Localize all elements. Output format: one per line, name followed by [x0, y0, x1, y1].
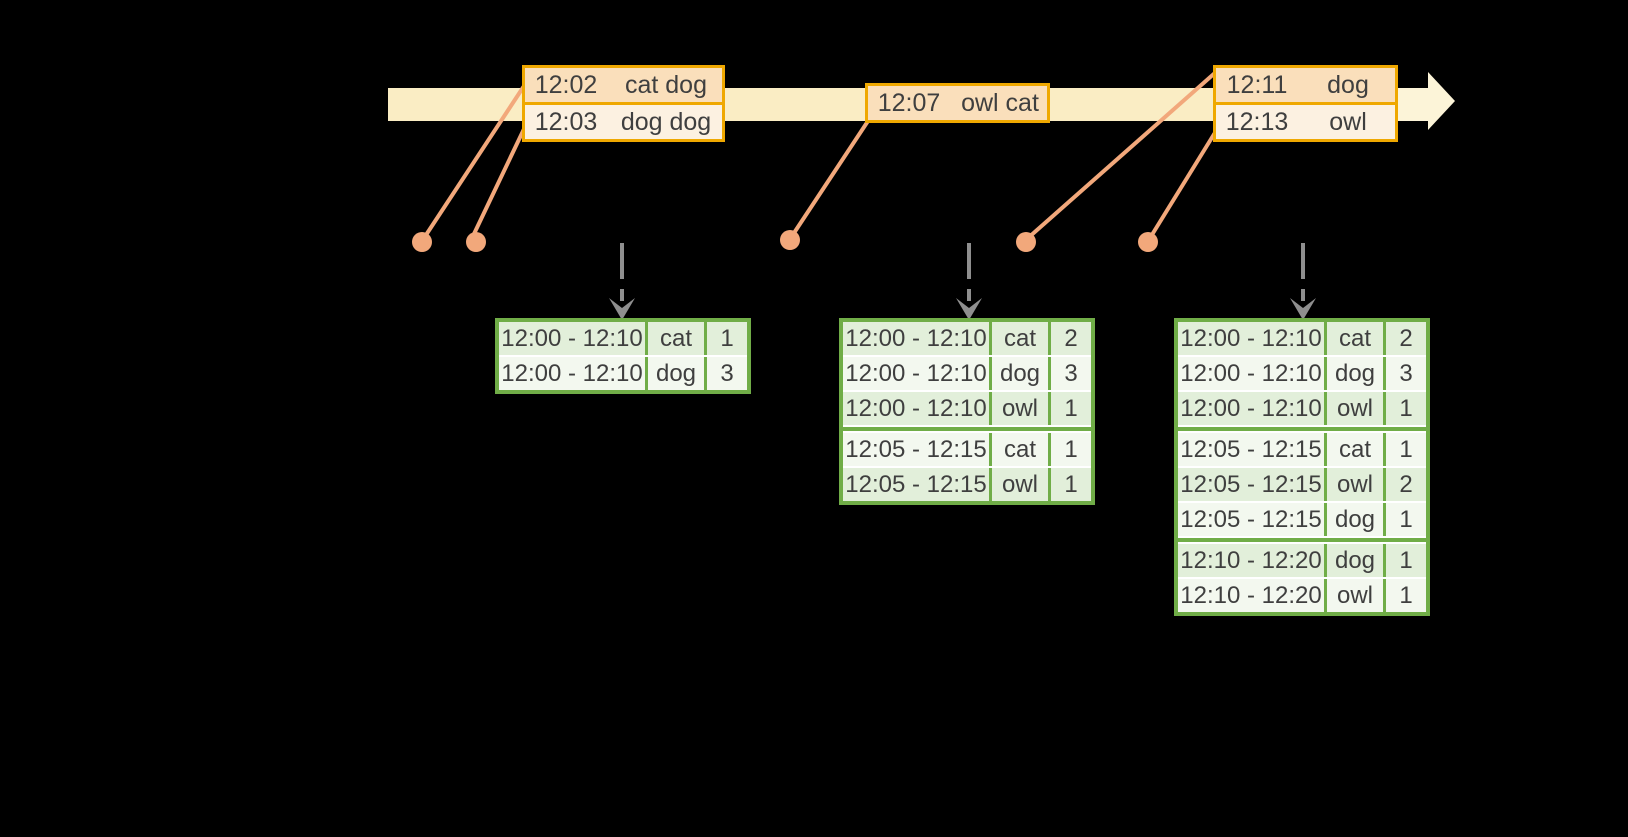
window-cell: 12:00 - 12:10	[843, 322, 989, 355]
window-cell: 12:05 - 12:15	[1178, 503, 1324, 536]
table-row: 12:05 - 12:15 owl 2	[1178, 468, 1426, 501]
event-time-cell: 12:02	[534, 71, 598, 99]
count-cell: 1	[1386, 433, 1426, 466]
input-batch-table-1: 12:02 cat dog 12:03 dog dog	[522, 65, 725, 142]
event-time-cell: 12:03	[534, 108, 598, 136]
event-words-cell: owl	[1329, 108, 1367, 136]
count-cell: 3	[1051, 357, 1091, 390]
trigger-arrowhead-icon	[1290, 298, 1316, 320]
count-cell: 3	[1386, 357, 1426, 390]
window-cell: 12:00 - 12:10	[499, 322, 645, 355]
table-row: 12:00 - 12:10 dog 3	[499, 357, 747, 390]
count-cell: 1	[1386, 579, 1426, 612]
count-cell: 2	[1386, 468, 1426, 501]
count-cell: 1	[1386, 392, 1426, 425]
input-batch-table-3: 12:11 dog 12:13 owl	[1213, 65, 1398, 142]
event-dot	[466, 232, 486, 252]
window-cell: 12:05 - 12:15	[843, 468, 989, 501]
window-cell: 12:00 - 12:10	[1178, 357, 1324, 390]
event-words-cell: dog	[1327, 71, 1369, 99]
word-cell: dog	[992, 357, 1048, 390]
table-row: 12:11 dog	[1216, 68, 1395, 102]
event-time-axis-shaft-end	[1398, 88, 1428, 121]
table-row: 12:10 - 12:20 dog 1	[1178, 544, 1426, 577]
trigger-arrowhead-icon	[609, 298, 635, 320]
window-cell: 12:05 - 12:15	[1178, 433, 1324, 466]
count-cell: 2	[1386, 322, 1426, 355]
event-connector	[790, 119, 870, 238]
window-cell: 12:00 - 12:10	[499, 357, 645, 390]
table-row: 12:00 - 12:10 dog 3	[843, 357, 1091, 390]
event-dot	[780, 230, 800, 250]
trigger-arrowhead-icon	[956, 298, 982, 320]
count-cell: 1	[1386, 544, 1426, 577]
event-dot	[412, 232, 432, 252]
result-table-2: 12:00 - 12:10 cat 2 12:00 - 12:10 dog 3 …	[839, 318, 1095, 505]
count-cell: 1	[1051, 468, 1091, 501]
window-cell: 12:10 - 12:20	[1178, 544, 1324, 577]
table-row: 12:05 - 12:15 cat 1	[843, 433, 1091, 466]
table-row: 12:05 - 12:15 cat 1	[1178, 433, 1426, 466]
event-connector	[1148, 129, 1218, 240]
window-group-divider	[1178, 538, 1426, 542]
table-row: 12:00 - 12:10 dog 3	[1178, 357, 1426, 390]
word-cell: owl	[1327, 468, 1383, 501]
window-group-divider	[843, 427, 1091, 431]
word-cell: dog	[648, 357, 704, 390]
word-cell: owl	[992, 468, 1048, 501]
word-cell: cat	[1327, 322, 1383, 355]
count-cell: 1	[1051, 392, 1091, 425]
event-connector	[422, 84, 526, 240]
word-cell: cat	[992, 433, 1048, 466]
table-row: 12:13 owl	[1216, 105, 1395, 139]
count-cell: 1	[1386, 503, 1426, 536]
table-row: 12:00 - 12:10 owl 1	[1178, 392, 1426, 425]
count-cell: 1	[707, 322, 747, 355]
result-table-3: 12:00 - 12:10 cat 2 12:00 - 12:10 dog 3 …	[1174, 318, 1430, 616]
input-batch-table-2: 12:07 owl cat	[865, 83, 1050, 123]
window-cell: 12:10 - 12:20	[1178, 579, 1324, 612]
word-cell: dog	[1327, 357, 1383, 390]
table-row: 12:00 - 12:10 cat 1	[499, 322, 747, 355]
window-cell: 12:00 - 12:10	[1178, 322, 1324, 355]
event-dot	[1016, 232, 1036, 252]
window-cell: 12:00 - 12:10	[843, 392, 989, 425]
count-cell: 2	[1051, 322, 1091, 355]
table-row: 12:05 - 12:15 owl 1	[843, 468, 1091, 501]
table-row: 12:03 dog dog	[525, 105, 722, 139]
word-cell: owl	[992, 392, 1048, 425]
word-cell: cat	[648, 322, 704, 355]
count-cell: 3	[707, 357, 747, 390]
window-group-divider	[1178, 427, 1426, 431]
table-row: 12:05 - 12:15 dog 1	[1178, 503, 1426, 536]
table-row: 12:10 - 12:20 owl 1	[1178, 579, 1426, 612]
word-cell: owl	[1327, 579, 1383, 612]
table-row: 12:00 - 12:10 cat 2	[843, 322, 1091, 355]
result-table-1: 12:00 - 12:10 cat 1 12:00 - 12:10 dog 3	[495, 318, 751, 394]
window-cell: 12:00 - 12:10	[843, 357, 989, 390]
word-cell: dog	[1327, 503, 1383, 536]
word-cell: owl	[1327, 392, 1383, 425]
word-cell: cat	[992, 322, 1048, 355]
event-connector	[471, 128, 526, 237]
event-words-cell: dog dog	[620, 108, 712, 136]
word-cell: dog	[1327, 544, 1383, 577]
event-words-cell: cat dog	[624, 71, 707, 99]
table-row: 12:07 owl cat	[868, 86, 1047, 120]
table-row: 12:00 - 12:10 owl 1	[843, 392, 1091, 425]
table-row: 12:02 cat dog	[525, 68, 722, 102]
event-time-axis-arrowhead-icon	[1428, 72, 1455, 130]
window-cell: 12:05 - 12:15	[843, 433, 989, 466]
event-time-cell: 12:07	[877, 89, 941, 117]
table-row: 12:00 - 12:10 cat 2	[1178, 322, 1426, 355]
event-time-cell: 12:13	[1225, 108, 1289, 136]
event-dot	[1138, 232, 1158, 252]
event-words-cell: owl cat	[961, 89, 1039, 117]
word-cell: cat	[1327, 433, 1383, 466]
event-time-cell: 12:11	[1226, 71, 1288, 99]
count-cell: 1	[1051, 433, 1091, 466]
window-cell: 12:05 - 12:15	[1178, 468, 1324, 501]
window-cell: 12:00 - 12:10	[1178, 392, 1324, 425]
event-connector	[1026, 70, 1218, 240]
